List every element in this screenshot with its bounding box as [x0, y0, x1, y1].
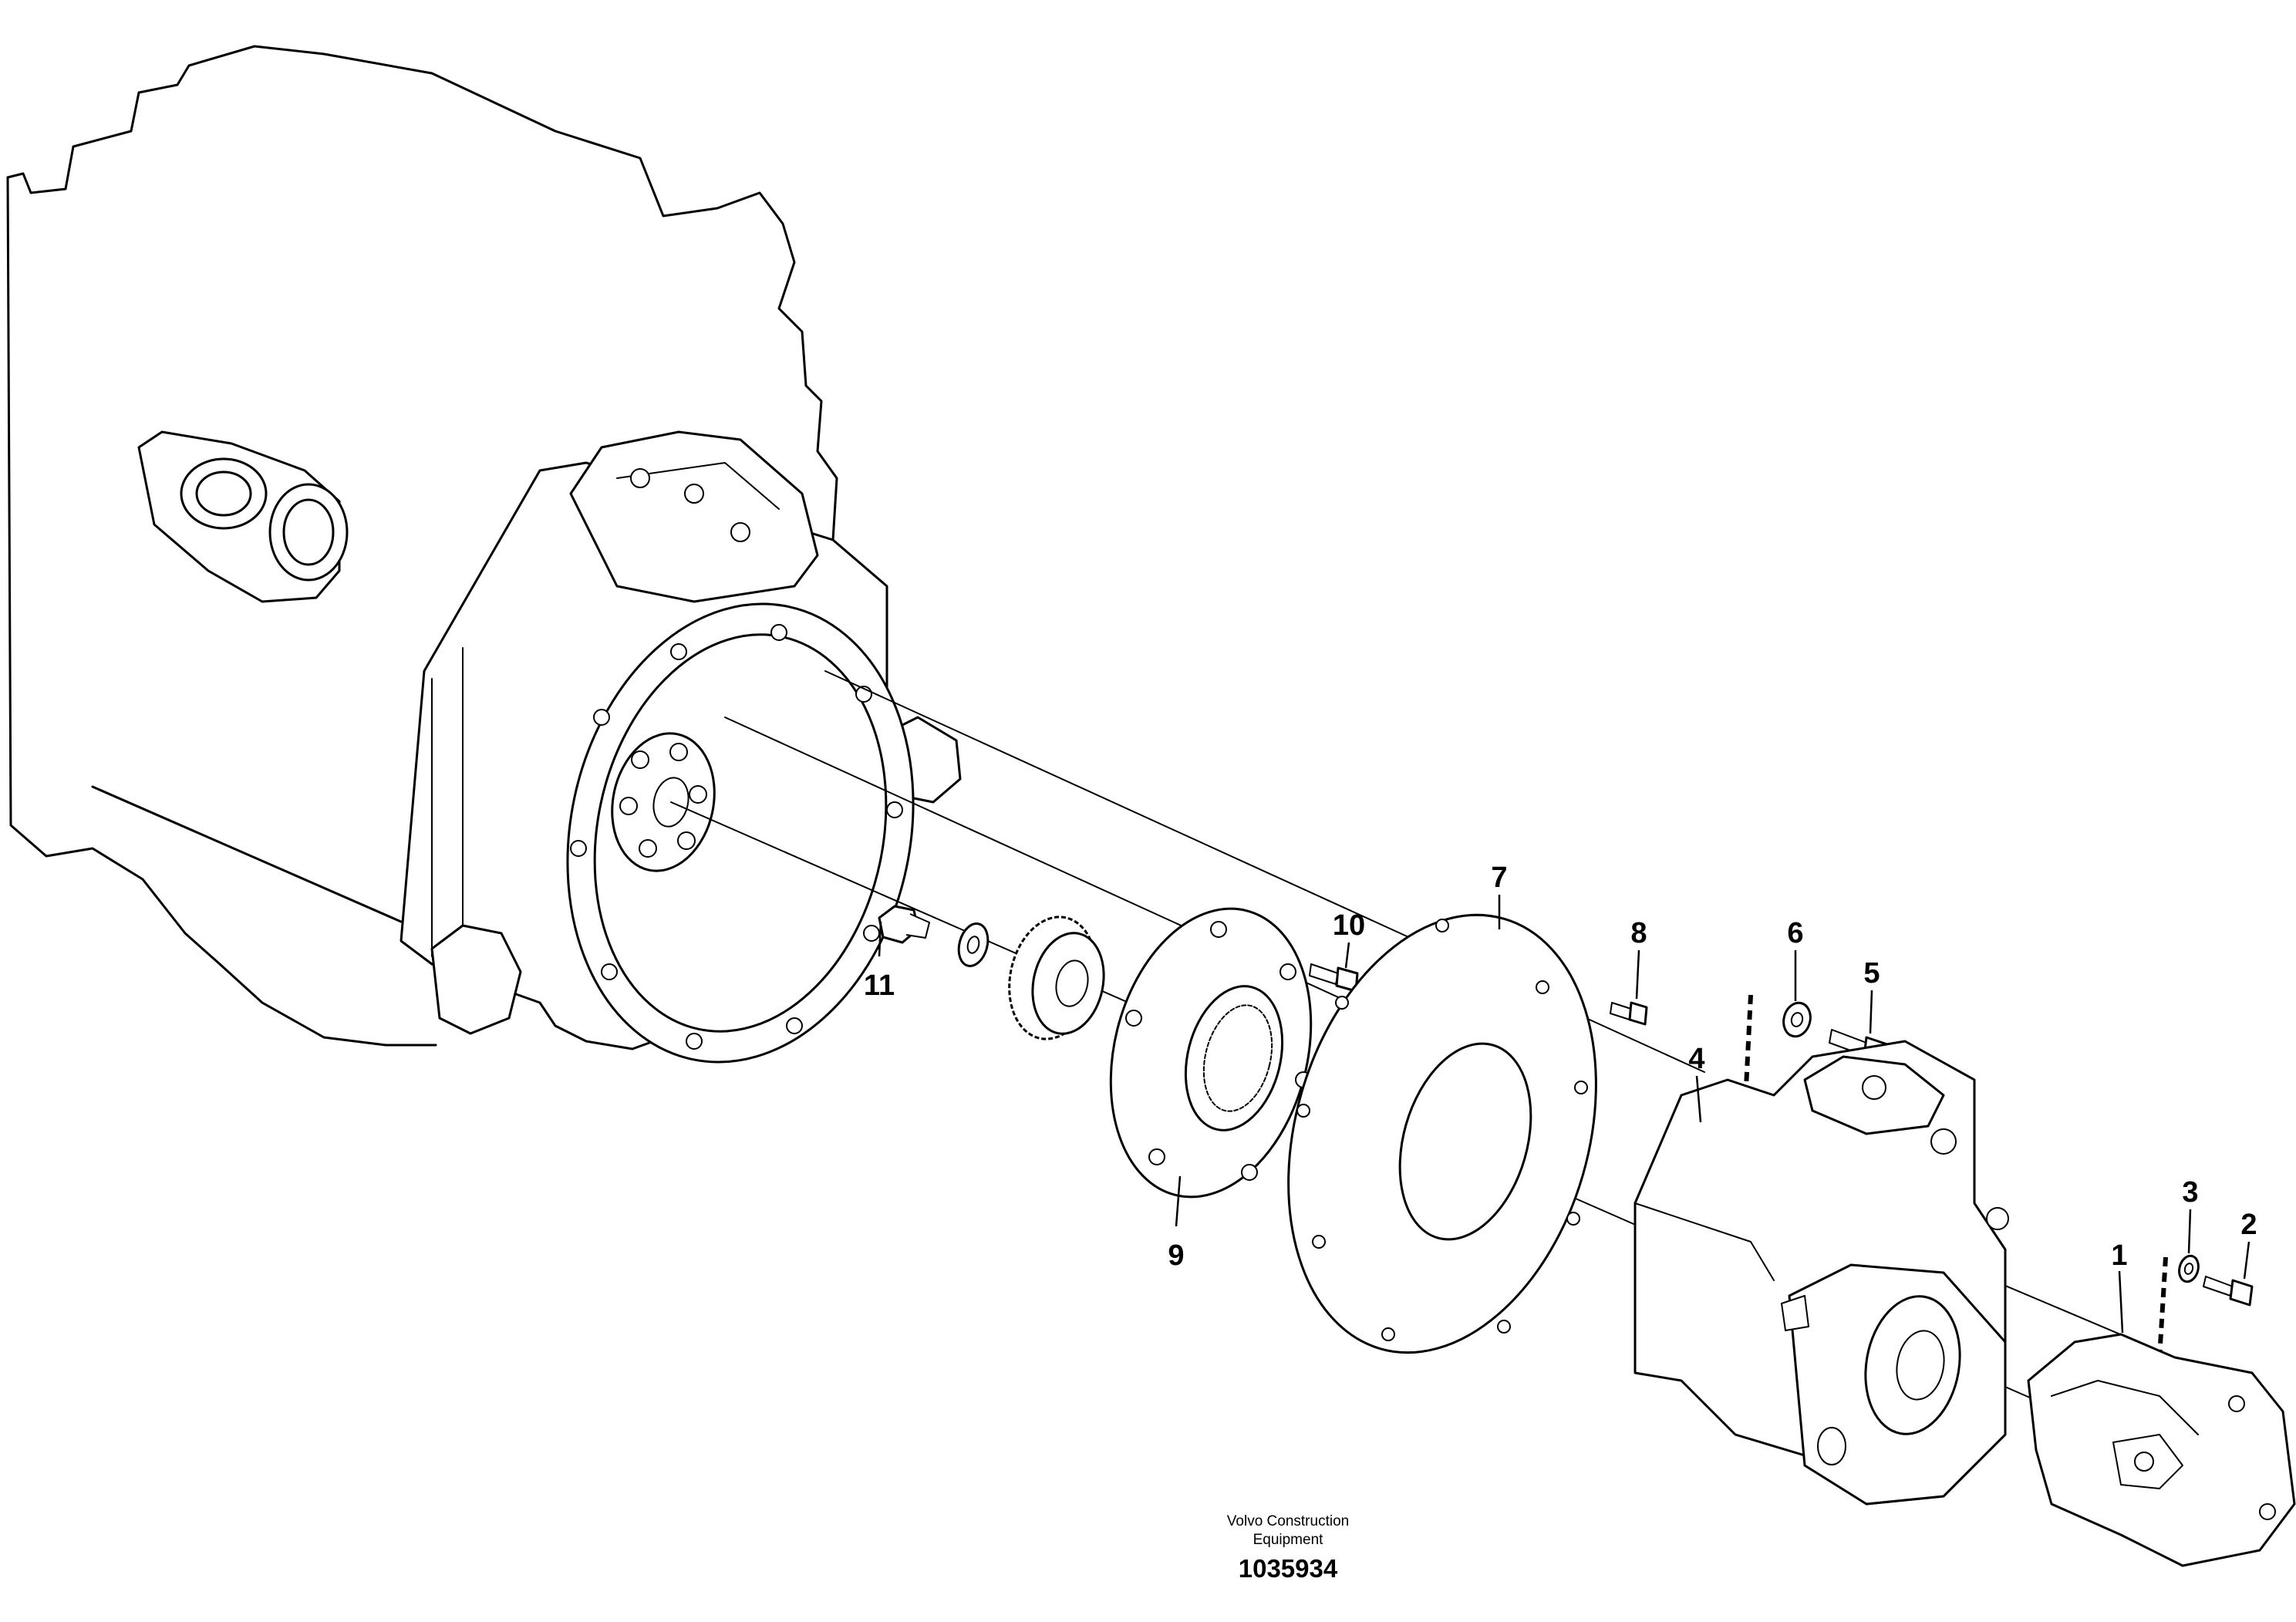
part-label-9: 9 — [1168, 1239, 1184, 1272]
part-label-4: 4 — [1688, 1043, 1704, 1075]
part-4-main-pump — [1633, 1040, 2009, 1506]
manufacturer-line-1: Volvo Construction — [1227, 1513, 1349, 1529]
part-number-labels: 1 2 3 4 5 6 7 8 9 10 11 — [864, 862, 2257, 1272]
part-label-2: 2 — [2240, 1209, 2257, 1241]
washer — [957, 922, 990, 967]
part-label-7: 7 — [1491, 862, 1507, 894]
leader-lines — [878, 895, 2250, 1334]
part-label-5: 5 — [1863, 957, 1880, 990]
part-label-1: 1 — [2111, 1239, 2127, 1272]
part-label-8: 8 — [1630, 917, 1647, 949]
part-label-11: 11 — [864, 969, 895, 1002]
manufacturer-line-2: Equipment — [1253, 1532, 1324, 1548]
dashed-line-2-3 — [2157, 1256, 2168, 1358]
drawing-number: 1035934 — [1239, 1554, 1338, 1583]
part-8-bolt — [1610, 1001, 1648, 1026]
drawing-footer: Volvo Construction Equipment 1035934 — [1227, 1513, 1349, 1583]
gear — [1008, 916, 1105, 1040]
part-7-adapter-plate — [1287, 913, 1597, 1354]
part-3-washer — [2178, 1254, 2200, 1283]
part-6-washer — [1782, 1001, 1812, 1038]
part-label-3: 3 — [2182, 1176, 2198, 1209]
part-label-6: 6 — [1787, 917, 1803, 949]
dashed-line-5-6 — [1742, 994, 1753, 1119]
part-11-bolt — [878, 905, 930, 944]
part-1-pilot-pump — [2027, 1333, 2296, 1567]
engine-outline — [6, 45, 850, 1047]
part-label-10: 10 — [1333, 909, 1365, 942]
part-2-bolt — [2203, 1276, 2254, 1307]
